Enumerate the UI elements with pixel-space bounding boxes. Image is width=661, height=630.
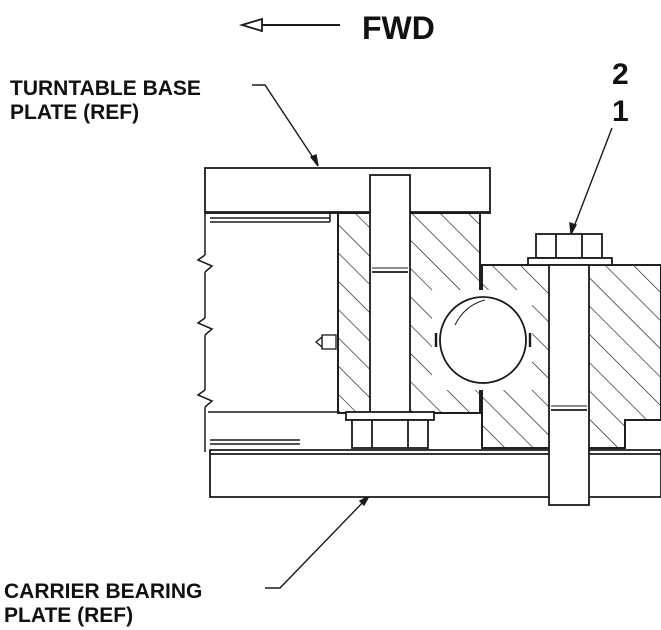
fwd-label: FWD <box>362 10 435 46</box>
item-number-2: 2 <box>612 58 629 91</box>
fwd-direction-indicator: FWD <box>238 10 435 46</box>
turntable-base-plate <box>204 167 491 214</box>
bearing-ball-icon <box>434 296 532 384</box>
left-structure <box>196 213 340 452</box>
carrier-leader <box>265 496 369 589</box>
item-number-1: 1 <box>612 95 629 128</box>
fwd-arrow-head-icon <box>238 17 263 33</box>
turntable-label-line2: PLATE (REF) <box>10 101 139 124</box>
turntable-leader <box>252 84 319 166</box>
carrier-label-line2: PLATE (REF) <box>4 604 133 627</box>
turntable-bolt <box>345 174 435 449</box>
turntable-label-line1: TURNTABLE BASE <box>10 77 201 100</box>
item-1-leader <box>571 127 613 233</box>
carrier-label-line1: CARRIER BEARING <box>4 580 202 603</box>
leader-lines <box>252 84 613 589</box>
carrier-bearing-plate <box>209 449 661 498</box>
grease-fitting-icon <box>314 334 337 350</box>
carrier-bolt <box>527 233 613 506</box>
